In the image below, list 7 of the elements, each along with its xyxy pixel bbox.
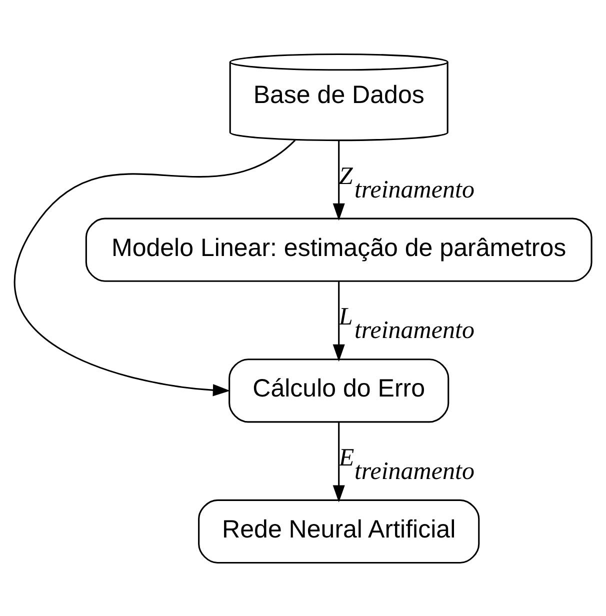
node-box: Cálculo do Erro bbox=[228, 358, 450, 422]
arrow bbox=[332, 422, 345, 502]
node-box: Rede Neural Artificial bbox=[198, 498, 480, 564]
arrow bbox=[332, 280, 345, 362]
node-box: Modelo Linear: estimação de parâmetros bbox=[85, 217, 592, 282]
arrow bbox=[14, 139, 296, 396]
arrow bbox=[332, 140, 345, 220]
